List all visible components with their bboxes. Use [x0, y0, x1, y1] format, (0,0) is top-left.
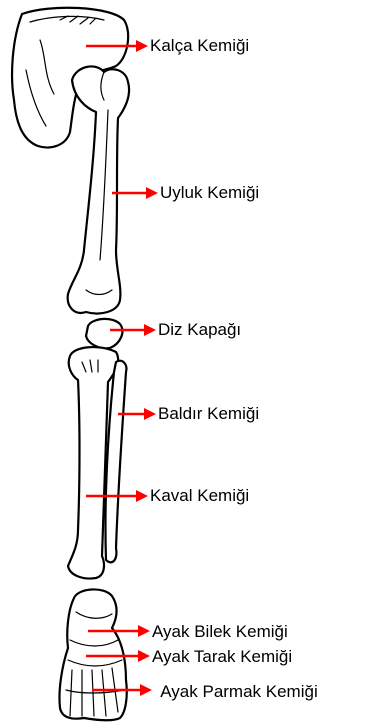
label-phalanges: Ayak Parmak Kemiği [154, 681, 324, 702]
label-ankle-bone: Ayak Bilek Kemiği [152, 622, 288, 642]
label-fibula: Baldır Kemiği [158, 404, 259, 424]
patella-bone [86, 319, 122, 348]
arrow-femur [112, 187, 158, 199]
femur-bone [68, 66, 129, 313]
label-tibia: Kaval Kemiği [150, 486, 249, 506]
label-femur: Uyluk Kemiği [160, 183, 259, 203]
label-metatarsal: Ayak Tarak Kemiği [152, 647, 292, 667]
label-patella: Diz Kapağı [158, 320, 241, 340]
label-hip-bone: Kalça Kemiği [150, 36, 249, 56]
